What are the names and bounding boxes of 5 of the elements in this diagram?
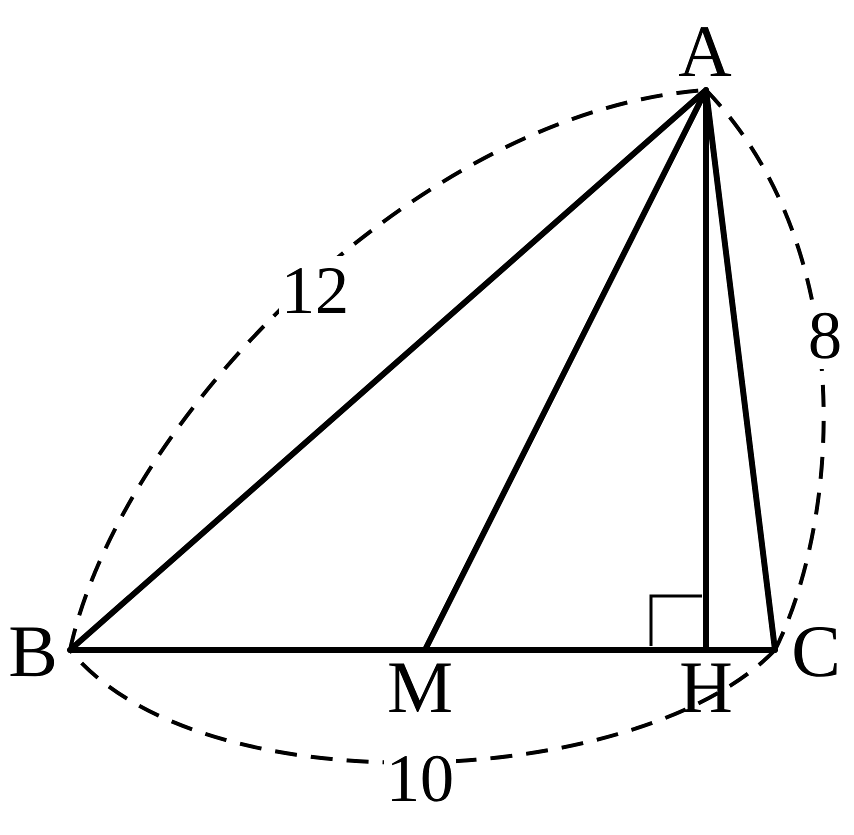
point-label: H [679, 651, 733, 725]
point-label: C [791, 615, 841, 689]
point-label: B [8, 615, 58, 689]
point-label: M [387, 651, 453, 725]
point-label: A [678, 15, 732, 89]
